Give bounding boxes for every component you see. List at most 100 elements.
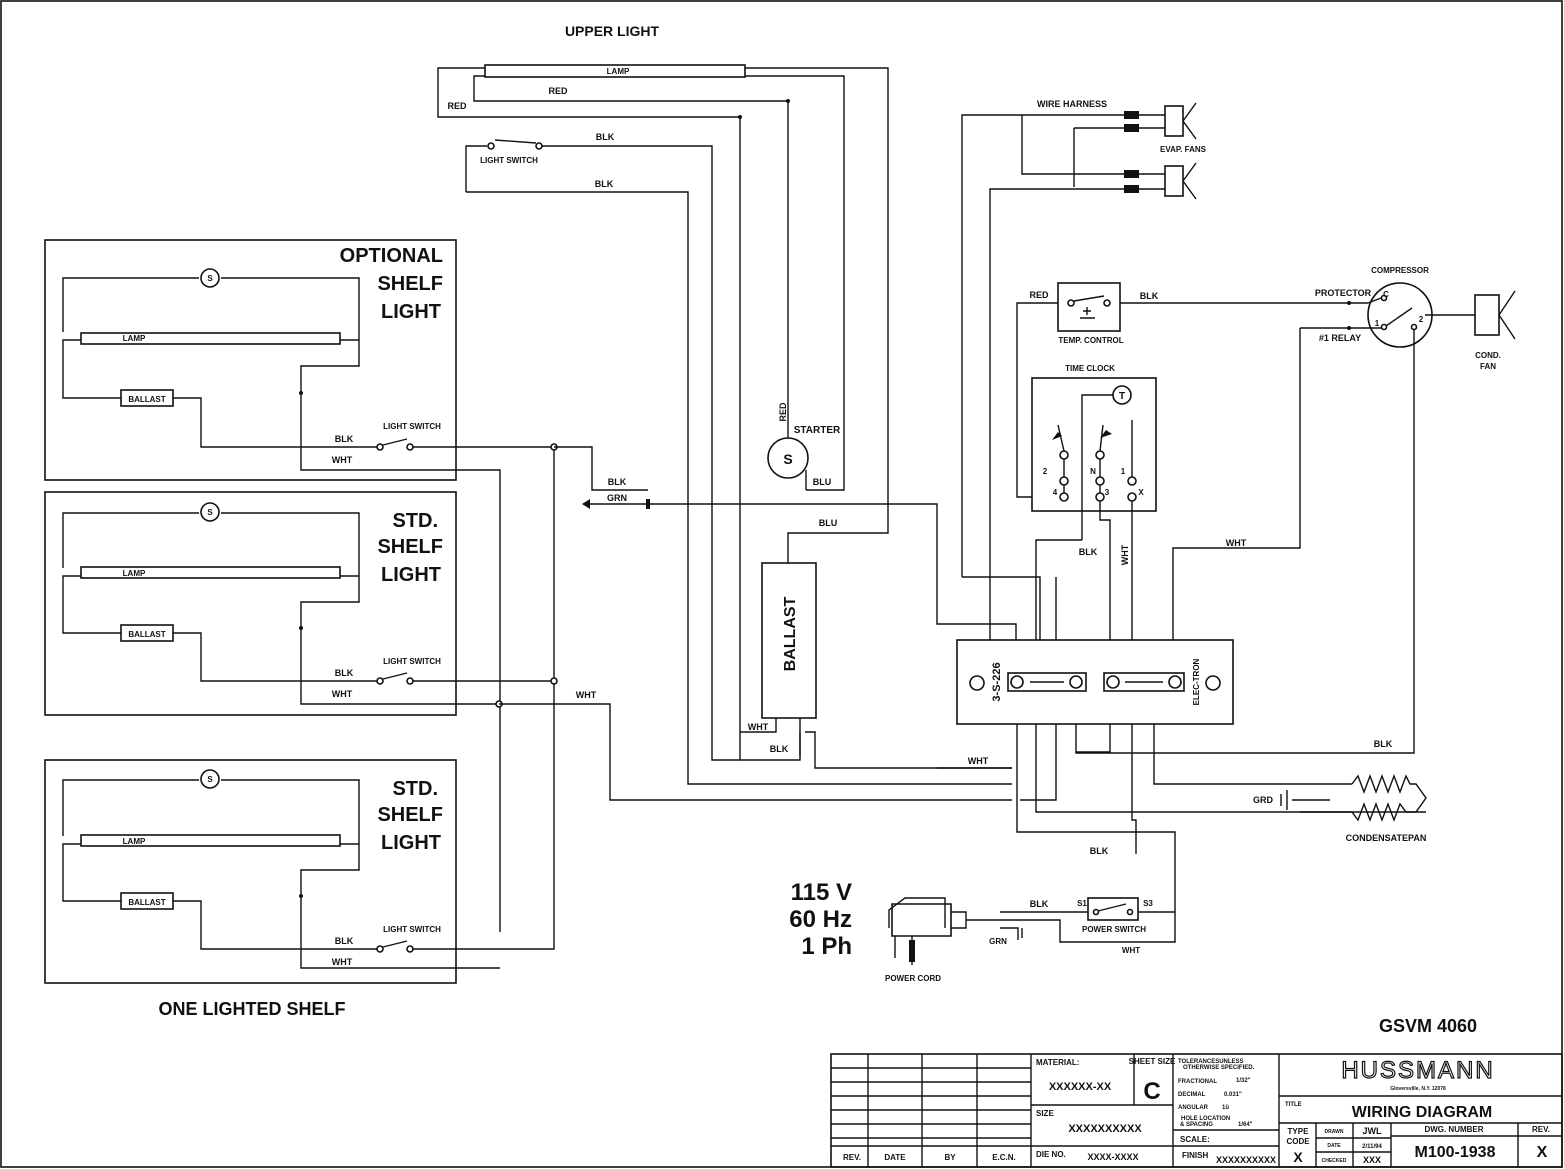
tb-finish-label: FINISH (1182, 1151, 1208, 1160)
temp-control-label: TEMP. CONTROL (1058, 336, 1123, 345)
cond-fan-label-2: FAN (1480, 362, 1496, 371)
blk-ballast-label: BLK (770, 744, 789, 754)
shelf2-blk: BLK (335, 668, 354, 678)
shelf-light-2: S LAMP BALLAST LIGHT SWITCH BLK WHT STD.… (44, 491, 554, 716)
relay-label: #1 RELAY (1319, 333, 1361, 343)
tb-drawn-label: DRAWN (1325, 1129, 1344, 1135)
shelf2-title-2: SHELF (377, 536, 443, 558)
tb-type: X (1293, 1149, 1303, 1165)
cond-fan-label-1: COND. (1475, 351, 1501, 360)
tb-sheet-size: C (1143, 1078, 1160, 1105)
upper-light-title: UPPER LIGHT (565, 23, 660, 39)
company-location: Gloversville, N.Y. 12078 (1390, 1086, 1446, 1092)
shelf1-starter: S (207, 274, 213, 283)
tb-date: 2/11/94 (1362, 1144, 1382, 1150)
tb-title-label: TITLE (1285, 1102, 1302, 1108)
shelf3-lamp (80, 834, 341, 847)
shelf1-ballast (120, 389, 174, 407)
shelf2-lamp-label: LAMP (123, 569, 146, 578)
s1-label: S1 (1077, 899, 1087, 908)
tb-type-label-1: TYPE (1288, 1127, 1310, 1136)
drawing-title: WIRING DIAGRAM (1352, 1104, 1492, 1121)
tb-frac-label: FRACTIONAL (1178, 1079, 1217, 1085)
tb-checked-label: CHECKED (1322, 1158, 1347, 1164)
shelf3-switch-label: LIGHT SWITCH (383, 925, 441, 934)
blk-power-label: BLK (1030, 899, 1049, 909)
shelf3-starter: S (207, 775, 213, 784)
tb-size-label: SIZE (1036, 1109, 1054, 1118)
shelf3-lamp-label: LAMP (123, 837, 146, 846)
blu-label: BLU (813, 477, 832, 487)
upper-blk-label: BLK (596, 132, 615, 142)
red-starter-label: RED (778, 402, 788, 422)
tb-dwg-label: DWG. NUMBER (1424, 1125, 1483, 1134)
shelf1-lamp-label: LAMP (123, 334, 146, 343)
power-cord-label: POWER CORD (885, 974, 941, 983)
shelf2-switch-label: LIGHT SWITCH (383, 657, 441, 666)
wht-ballast-label: WHT (748, 722, 769, 732)
power-switch-label: POWER SWITCH (1082, 925, 1146, 934)
tb-date-col: DATE (884, 1153, 906, 1162)
shelf3-wht: WHT (332, 957, 353, 967)
tc-term-n: N (1090, 467, 1096, 476)
tc-term-x: X (1138, 488, 1144, 497)
compressor-c: C (1383, 290, 1389, 299)
upper-lamp-label: LAMP (607, 67, 630, 76)
tb-hole-1: HOLE LOCATION (1181, 1116, 1230, 1122)
shelf1-blk: BLK (335, 434, 354, 444)
wht-bottom-label: WHT (968, 756, 989, 766)
shelf2-wht: WHT (332, 689, 353, 699)
power-section: 115 V 60 Hz 1 Ph POWER CORD GRN BLK S1 S… (789, 879, 1176, 983)
shelf2-ballast-label: BALLAST (128, 630, 165, 639)
shelf1-title-3: LIGHT (381, 301, 441, 323)
evap-fan-2 (1164, 165, 1184, 197)
wht-main-label: WHT (576, 690, 597, 700)
shelf3-ballast (120, 892, 174, 910)
controller-left-label: 3-S-226 (991, 662, 1003, 701)
condensate-pan: GRD CONDENSATEPAN (1253, 774, 1427, 843)
tb-die-label: DIE NO. (1036, 1150, 1066, 1159)
model-number: GSVM 4060 (1379, 1016, 1477, 1036)
frequency-label: 60 Hz (789, 906, 852, 933)
tb-rev: X (1537, 1144, 1548, 1161)
tb-dec: 0.031" (1224, 1092, 1242, 1098)
wire-harness: WIRE HARNESS EVAP. FANS (961, 99, 1207, 640)
main-ballast (761, 562, 817, 719)
shelf-light-1: S LAMP BALLAST LIGHT SWITCH BLK WHT OPTI… (44, 239, 554, 932)
shelf3-blk: BLK (335, 936, 354, 946)
controller-right-label: ELEC-TRON (1192, 658, 1201, 705)
main-wiring: BLK GRN WHT (499, 446, 1017, 801)
protector-label: PROTECTOR (1315, 288, 1372, 298)
tb-by-col: BY (944, 1153, 956, 1162)
tc-term-1: 1 (1121, 467, 1126, 476)
company-logo: HUSSMANN (1341, 1057, 1494, 1084)
cond-fan (1474, 294, 1500, 336)
tb-dec-label: DECIMAL (1178, 1092, 1206, 1098)
blk-right-label: BLK (1374, 739, 1393, 749)
condensate-pan-label: CONDENSATEPAN (1346, 833, 1427, 843)
upper-light: UPPER LIGHT LAMP RED RED LIGHT SWITCH BL… (437, 23, 1012, 785)
blu-label-2: BLU (819, 518, 838, 528)
starter-symbol (767, 437, 809, 479)
shelf1-switch-label: LIGHT SWITCH (383, 422, 441, 431)
starter-s: S (783, 451, 792, 467)
title-block: REV. DATE BY E.C.N. MATERIAL: XXXXXX-XX … (830, 1053, 1563, 1168)
controller: 3-S-226 ELEC-TRON WHT BLK (937, 639, 1426, 912)
tb-material-label: MATERIAL: (1036, 1058, 1079, 1067)
tb-material: XXXXXX-XX (1049, 1081, 1112, 1093)
tb-sheet-size-label: SHEET SIZE (1129, 1057, 1176, 1066)
shelf1-title-1: OPTIONAL (340, 245, 443, 267)
blk-bottom-label: BLK (1090, 846, 1109, 856)
upper-blk-label-2: BLK (595, 179, 614, 189)
tb-date-label: DATE (1327, 1143, 1341, 1149)
wht-right-label: WHT (1226, 538, 1247, 548)
temp-red-label: RED (1029, 290, 1049, 300)
evap-fan-1 (1164, 105, 1184, 137)
shelf2-ballast (120, 624, 174, 642)
main-ballast-label: BALLAST (782, 596, 799, 671)
shelf1-wht: WHT (332, 455, 353, 465)
shelf1-title-2: SHELF (377, 273, 443, 295)
tb-drawn: JWL (1363, 1126, 1383, 1136)
